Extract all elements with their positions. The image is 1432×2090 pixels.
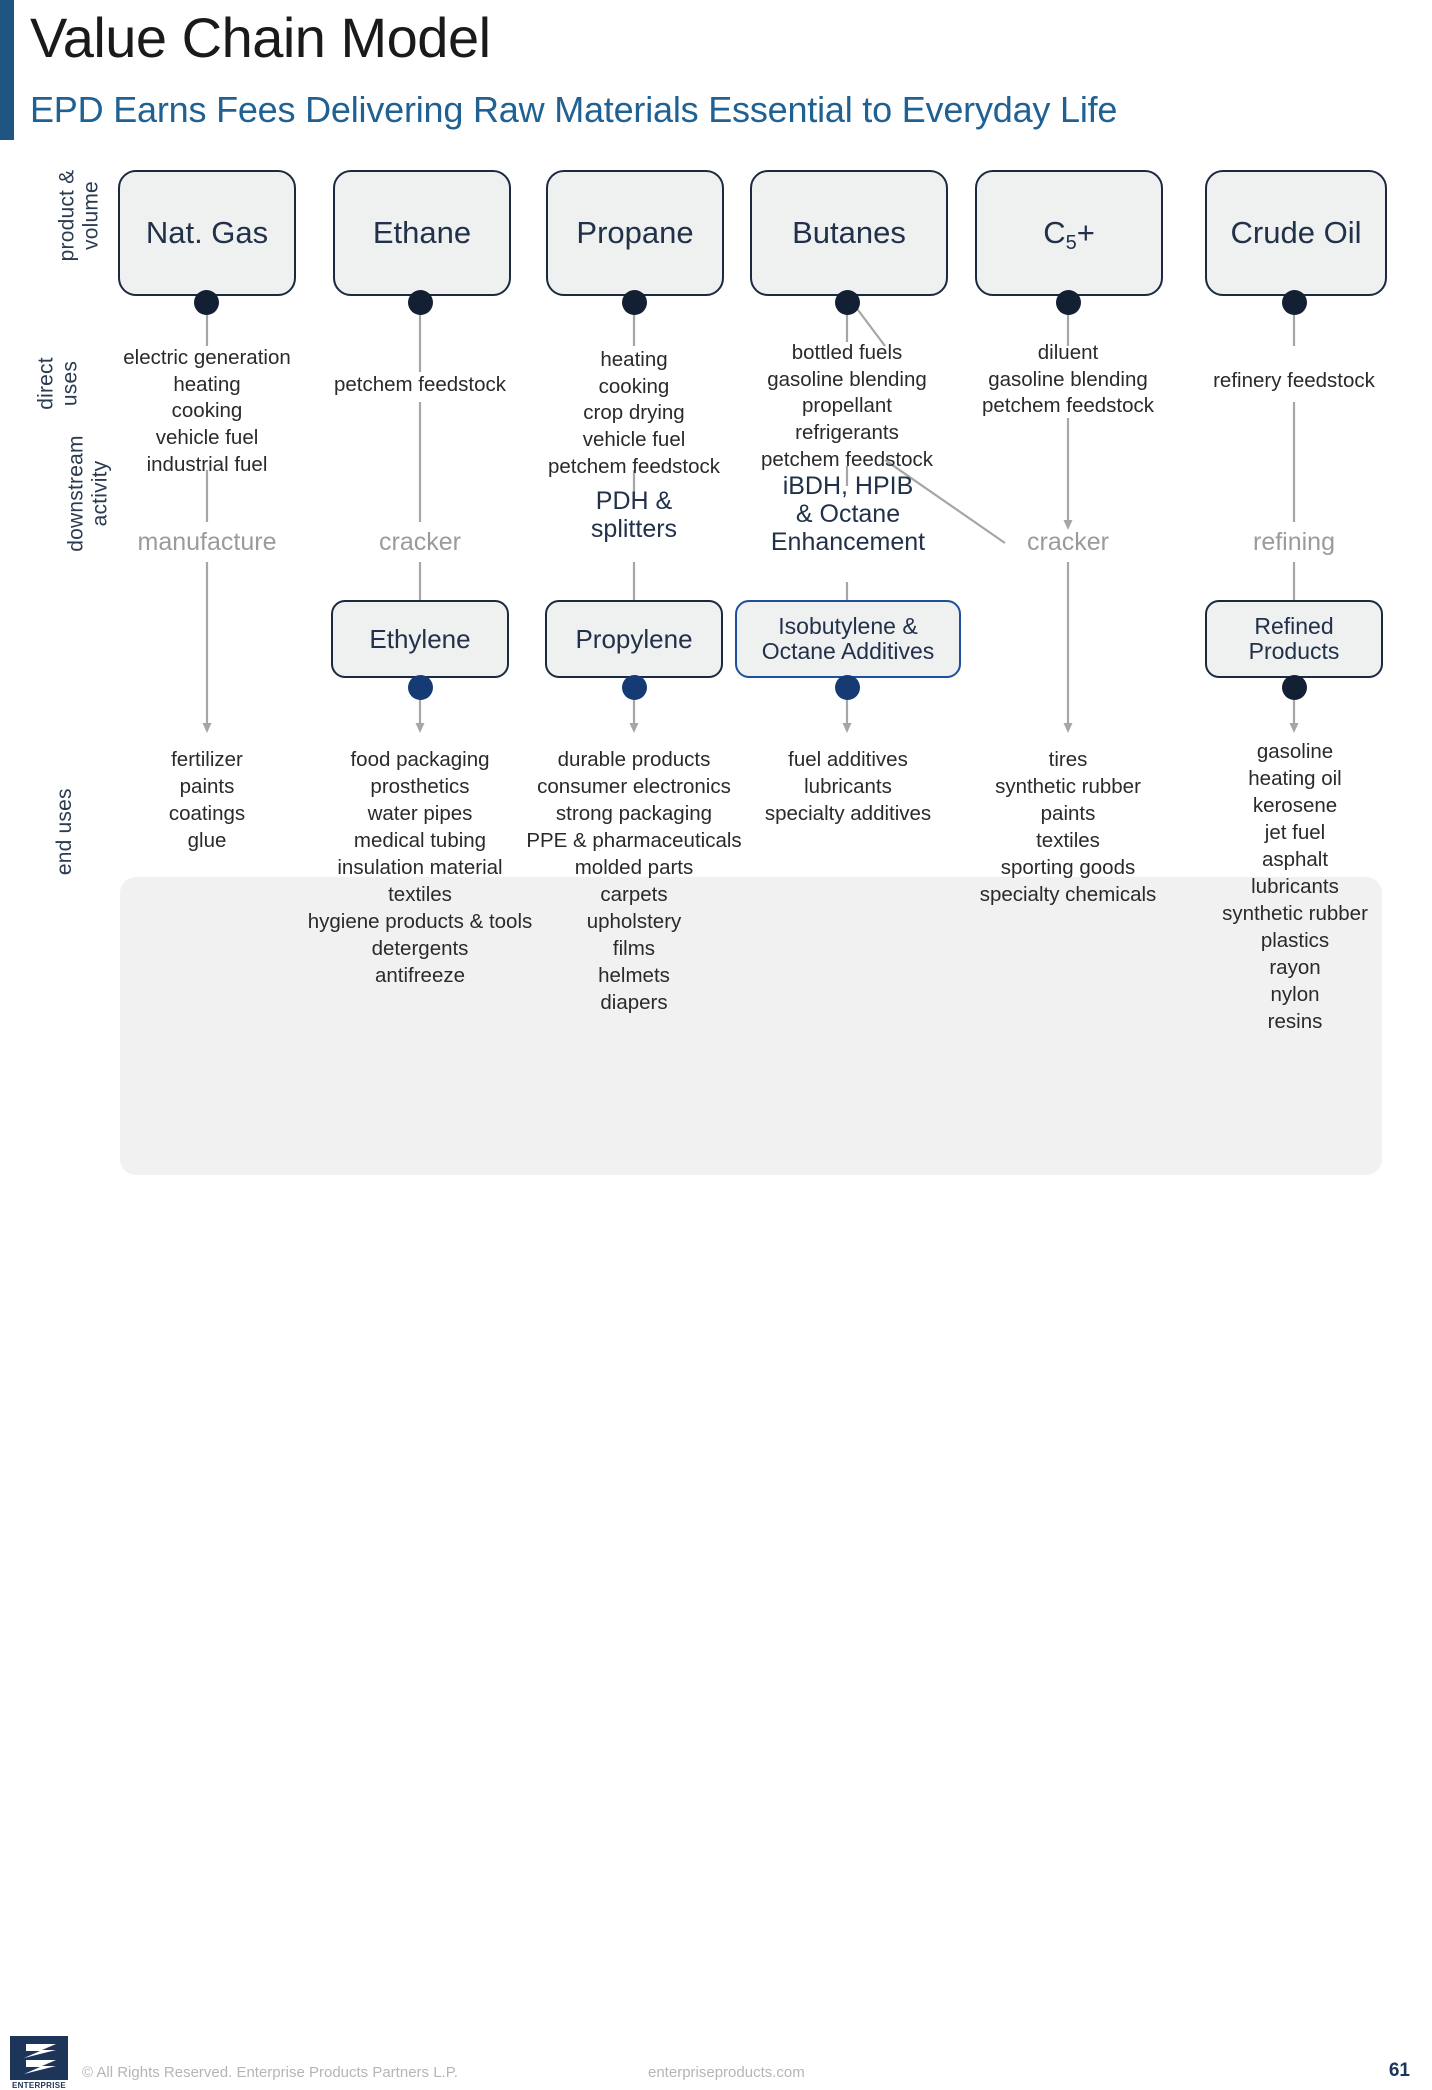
connector-dot-ethylene [408,675,433,700]
downstream-activity-crude-oil: refining [1253,528,1335,556]
enterprise-logo: ENTERPRISE [10,2036,68,2090]
header-accent-bar [0,0,14,140]
feedstock-box-crude-oil[interactable]: Crude Oil [1205,170,1387,296]
downstream-activity-propane: PDH &splitters [590,487,678,543]
feedstock-label-c5-plus: C5+ [1043,214,1095,254]
page-title: Value Chain Model [30,6,491,69]
feedstock-label-propane: Propane [576,214,694,250]
connector-dot-ethane [408,290,433,315]
page-number: 61 [1388,2060,1410,2081]
intermediate-label-propylene: Propylene [575,623,693,654]
value-chain-diagram: Nat. Gas Ethane Propane Butanes C5+ Crud… [0,150,1432,1175]
feedstock-box-propane[interactable]: Propane [546,170,724,296]
direct-uses-ethane: petchem feedstock [333,373,507,396]
feedstock-box-ethane[interactable]: Ethane [333,170,511,296]
downstream-activity-ethane: cracker [379,528,461,556]
feedstock-box-butanes[interactable]: Butanes [750,170,948,296]
website-url: enterpriseproducts.com [648,2064,805,2081]
intermediate-label-ethylene: Ethylene [369,623,471,654]
connector-dot-refined-products [1282,675,1307,700]
intermediate-box-propylene[interactable]: Propylene [545,600,723,678]
connector-dot-crude-oil [1282,290,1307,315]
feedstock-label-crude-oil: Crude Oil [1230,214,1362,250]
downstream-activity-c5-plus: cracker [1027,528,1109,556]
copyright-text: © All Rights Reserved. Enterprise Produc… [82,2064,458,2081]
connector-dot-propane [622,290,647,315]
feedstock-label-natural-gas: Nat. Gas [145,214,269,250]
connector-dot-natural-gas [194,290,219,315]
downstream-activity-natural-gas: manufacture [137,528,277,556]
feedstock-label-butanes: Butanes [792,214,906,250]
connector-dot-propylene [622,675,647,700]
connector-dot-isobutylene [835,675,860,700]
intermediate-box-isobutylene[interactable]: Isobutylene &Octane Additives [735,600,961,678]
lightning-bolt-icon [10,2036,68,2080]
intermediate-box-ethylene[interactable]: Ethylene [331,600,509,678]
direct-uses-crude-oil: refinery feedstock [1213,369,1375,392]
page-subtitle: EPD Earns Fees Delivering Raw Materials … [30,89,1118,130]
connector-dot-c5-plus [1056,290,1081,315]
feedstock-label-ethane: Ethane [372,214,472,250]
intermediate-label-isobutylene: Isobutylene &Octane Additives [761,612,935,664]
logo-wordmark: ENTERPRISE [10,2081,68,2090]
connector-dot-butanes [835,290,860,315]
feedstock-box-natural-gas[interactable]: Nat. Gas [118,170,296,296]
feedstock-box-c5-plus[interactable]: C5+ [975,170,1163,296]
